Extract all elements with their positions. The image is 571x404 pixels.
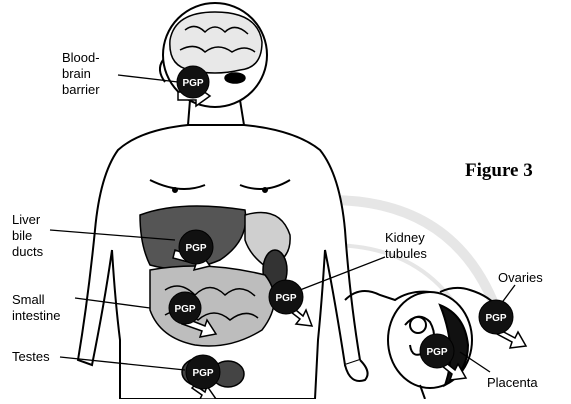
label-testes: Testes xyxy=(12,349,50,365)
svg-text:PGP: PGP xyxy=(275,293,296,304)
pgp-badge-kidney: PGP xyxy=(269,280,303,314)
pgp-badge-small-intestine: PGP xyxy=(169,292,201,324)
label-blood-brain-barrier: Blood- brain barrier xyxy=(62,50,100,98)
pgp-badge-ovaries: PGP xyxy=(479,300,513,334)
label-liver-bile-ducts: Liver bile ducts xyxy=(12,212,43,260)
pgp-badge-blood-brain-barrier: PGP xyxy=(177,66,209,98)
label-ovaries: Ovaries xyxy=(498,270,543,286)
pgp-badge-testes: PGP xyxy=(186,355,220,389)
svg-text:PGP: PGP xyxy=(485,313,506,324)
svg-text:PGP: PGP xyxy=(185,243,206,254)
pgp-badge-placenta: PGP xyxy=(420,334,454,368)
label-small-intestine: Small intestine xyxy=(12,292,60,324)
svg-text:PGP: PGP xyxy=(426,347,447,358)
label-placenta: Placenta xyxy=(487,375,538,391)
label-kidney-tubules: Kidney tubules xyxy=(385,230,427,262)
svg-text:PGP: PGP xyxy=(192,368,213,379)
figure-caption: Figure 3 xyxy=(465,160,533,182)
pgp-badge-liver: PGP xyxy=(179,230,213,264)
svg-text:PGP: PGP xyxy=(182,78,203,89)
svg-text:PGP: PGP xyxy=(174,304,195,315)
